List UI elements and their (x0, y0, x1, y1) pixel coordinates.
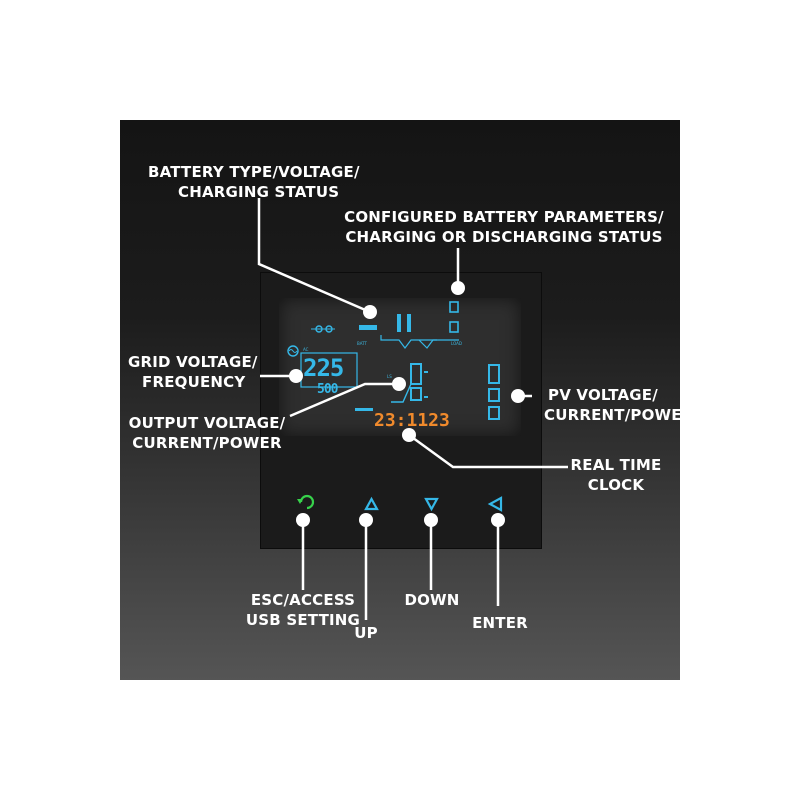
label-output-voltage: OUTPUT VOLTAGE/ CURRENT/POWER (122, 413, 292, 453)
label-configured-battery-line1: CONFIGURED BATTERY PARAMETERS/ (344, 208, 664, 226)
label-configured-battery-line2: CHARGING OR DISCHARGING STATUS (345, 228, 663, 246)
enter-button[interactable] (487, 496, 503, 512)
label-output-voltage-line2: CURRENT/POWER (132, 434, 282, 452)
label-esc-line2: USB SETTING (245, 611, 361, 629)
label-real-time-clock-line2: CLOCK (587, 476, 645, 494)
dot-esc (296, 513, 310, 527)
label-up: UP (354, 624, 378, 642)
label-esc-line1: ESC/ACCESS (250, 591, 356, 609)
label-battery-type-line2: CHARGING STATUS (178, 183, 340, 201)
dot-up (359, 513, 373, 527)
label-real-time-clock-line1: REAL TIME (570, 456, 662, 474)
esc-button[interactable] (297, 494, 315, 510)
up-button[interactable] (364, 496, 379, 511)
dot-output-voltage (392, 377, 406, 391)
label-pv-voltage-line2: CURRENT/POWER (544, 406, 680, 424)
label-enter: ENTER (472, 614, 528, 632)
dot-pv-voltage (511, 389, 525, 403)
inverter-panel: 225 500 23:1123 BATT LOAD AC LS (260, 272, 542, 549)
dot-enter (491, 513, 505, 527)
label-esc: ESC/ACCESS USB SETTING (238, 590, 368, 630)
label-pv-voltage: PV VOLTAGE/ CURRENT/POWER (544, 385, 680, 425)
label-battery-type: BATTERY TYPE/VOLTAGE/ CHARGING STATUS (148, 162, 360, 202)
diagram-stage: 225 500 23:1123 BATT LOAD AC LS (120, 120, 680, 680)
lcd-grid-frequency: 500 (317, 382, 339, 397)
battery-bar (359, 325, 377, 330)
down-button[interactable] (424, 497, 439, 512)
lcd-clock: 23:1123 (374, 410, 450, 431)
label-battery-type-line1: BATTERY TYPE/VOLTAGE/ (148, 163, 360, 181)
label-grid-voltage: GRID VOLTAGE/ FREQUENCY (128, 352, 258, 392)
label-pv-voltage-line1: PV VOLTAGE/ (548, 386, 658, 404)
lcd-load-tag: LOAD (451, 341, 462, 346)
label-real-time-clock: REAL TIME CLOCK (566, 455, 666, 495)
dot-battery-type (363, 305, 377, 319)
label-configured-battery: CONFIGURED BATTERY PARAMETERS/ CHARGING … (334, 207, 674, 247)
label-grid-voltage-line2: FREQUENCY (142, 373, 246, 391)
dot-grid-voltage (289, 369, 303, 383)
lcd-display: 225 500 23:1123 BATT LOAD AC LS (279, 298, 521, 436)
lcd-line-tag: LS (387, 374, 392, 379)
lcd-segments (287, 301, 500, 420)
lcd-ac-tag: AC (303, 347, 309, 352)
label-output-voltage-line1: OUTPUT VOLTAGE/ (128, 414, 286, 432)
power-cycle-icon (299, 494, 315, 510)
lcd-grid-voltage: 225 (303, 354, 344, 382)
button-row (297, 494, 503, 512)
label-down: DOWN (404, 591, 460, 609)
ac-grid-icon (287, 345, 299, 357)
lcd-batt-tag: BATT (357, 341, 367, 346)
label-grid-voltage-line1: GRID VOLTAGE/ (128, 353, 258, 371)
dot-configured-battery (451, 281, 465, 295)
callout-lines (257, 198, 568, 620)
dot-down (424, 513, 438, 527)
dot-clock (402, 428, 416, 442)
